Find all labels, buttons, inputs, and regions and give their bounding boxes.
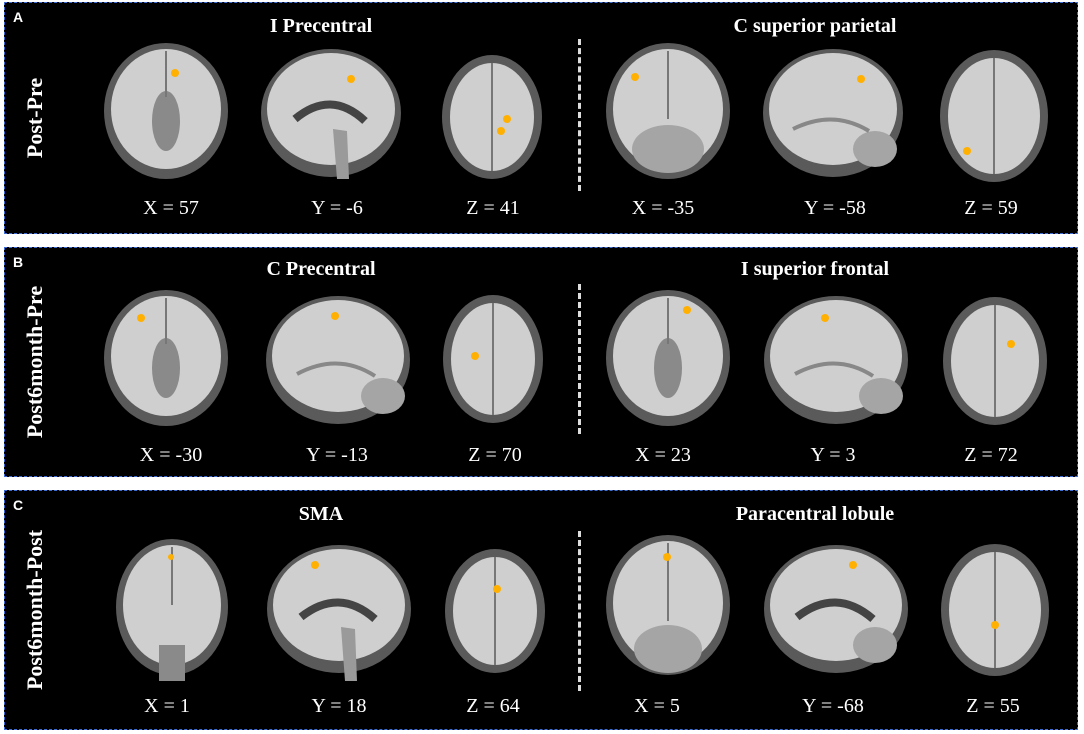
right-title: Paracentral lobule [735,503,895,525]
coordinate-label: X = 57 [143,197,199,219]
coordinate-label: Z = 41 [466,197,520,219]
divider [578,284,581,434]
axial-slice [435,288,551,430]
axial-slice [931,43,1057,189]
coordinate-label: X = 23 [635,444,691,466]
divider [578,39,581,191]
coordinate-label: Z = 55 [966,695,1020,717]
side-label: Post6month-Post [22,529,47,691]
left-title: I Precentral [269,15,373,37]
coordinate-label: Y = -13 [306,444,368,466]
coronal-slice [595,39,741,187]
sagittal-slice [261,535,417,685]
coordinate-label: X = -35 [631,197,695,219]
axial-slice [933,537,1057,683]
coordinate-label: Z = 64 [466,695,520,717]
sagittal-slice [255,39,407,187]
coordinate-label: Y = 18 [311,695,367,717]
panel-letter: B [13,254,24,270]
right-title: C superior parietal [733,15,897,37]
right-title: I superior frontal [740,258,890,280]
coordinate-label: Y = -68 [802,695,864,717]
coronal-slice [107,535,237,685]
coronal-slice [93,286,239,436]
left-title: C Precentral [266,258,376,280]
side-label: Post6month-Pre [22,285,47,439]
coordinate-label: Y = -6 [311,197,363,219]
axial-slice [437,541,553,681]
sagittal-slice [757,535,915,685]
coordinate-label: Z = 59 [964,197,1018,219]
coordinate-label: X = 5 [634,695,680,717]
left-title: SMA [298,503,344,525]
divider [578,531,581,691]
coronal-slice [595,286,741,436]
sagittal-slice [757,39,909,187]
panel-letter: A [13,9,24,25]
coordinate-label: Y = -58 [804,197,866,219]
coordinate-label: X = -30 [139,444,203,466]
coordinate-label: X = 1 [144,695,190,717]
coordinate-label: Y = 3 [810,444,856,466]
sagittal-slice [757,286,915,436]
side-label: Post-Pre [22,77,47,159]
panel-a: A Post-Pre I Precentral C superior parie… [4,2,1078,234]
sagittal-slice [259,286,417,436]
axial-slice [935,288,1055,434]
panel-letter: C [13,497,24,513]
coronal-slice [595,531,741,685]
panel-b: B Post6month-Pre C Precentral I superior… [4,247,1078,477]
coronal-slice [93,39,239,187]
panel-c: C Post6month-Post SMA Paracentral lobule… [4,490,1078,730]
axial-slice [433,49,551,185]
coordinate-label: Z = 70 [468,444,522,466]
coordinate-label: Z = 72 [964,444,1018,466]
